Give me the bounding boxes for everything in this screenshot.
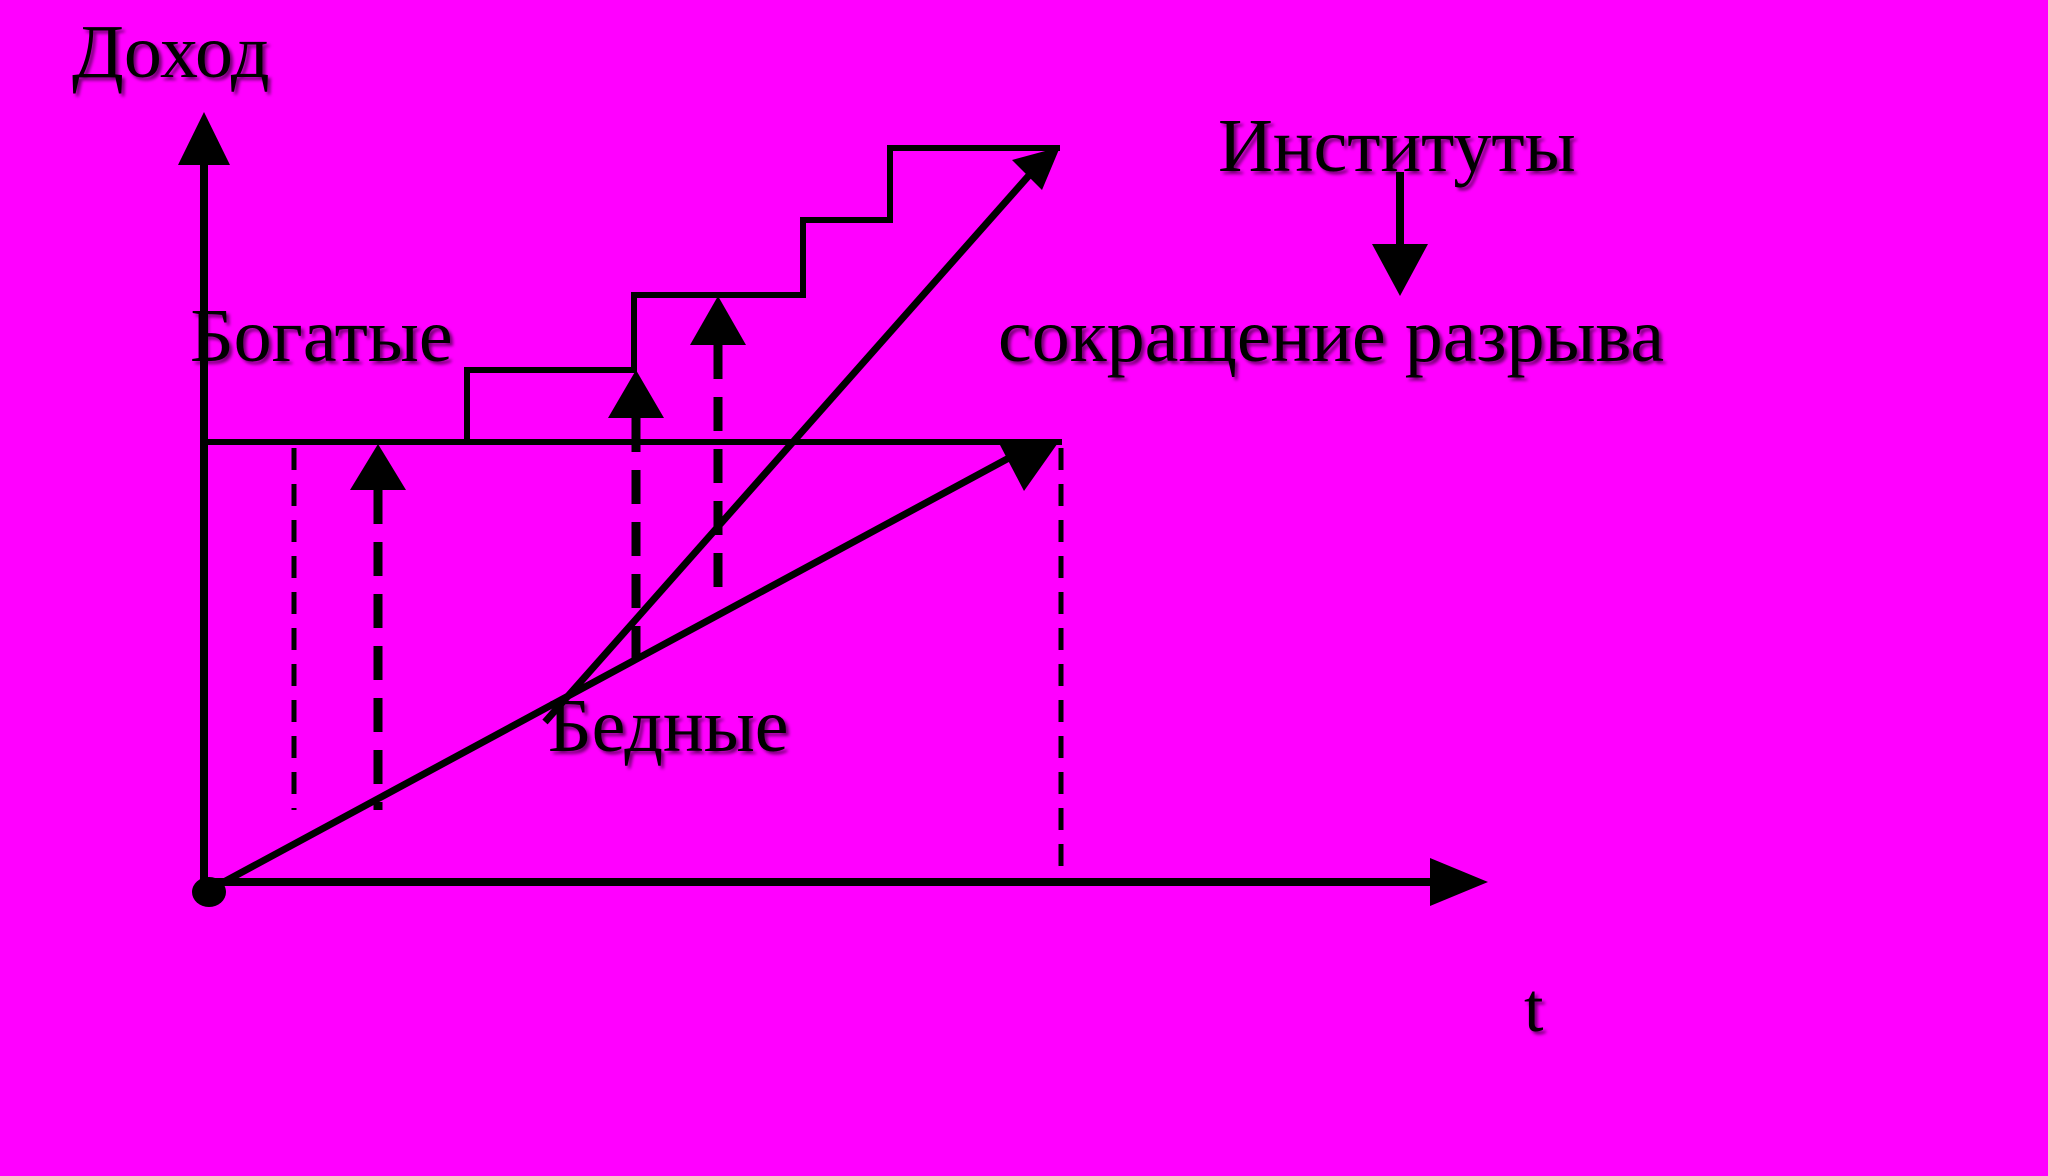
poor-income-trend-line [207,448,1022,894]
accelerated-growth-trend-line [542,169,1035,725]
institutions-staircase [464,145,1060,442]
y-axis-arrowhead [178,112,230,165]
x-axis-label: t [1524,970,1544,1047]
y-axis-label: Доход [72,10,270,94]
institutions-arrow-head [1372,244,1428,296]
poor-label: Бедные [548,684,789,768]
dashed-arrow-2-head [608,370,664,418]
dashed-arrow-1-head [350,444,406,490]
rich-label: Богатые [190,294,453,378]
institutions-label: Институты [1218,104,1576,188]
poor-trend-arrowhead [1000,440,1060,491]
gap-reduction-label: сокращение разрыва [998,294,1665,378]
dashed-arrow-3-head [690,296,746,345]
accelerated-trend-arrowhead [1012,147,1060,190]
x-axis-arrowhead [1430,858,1488,906]
